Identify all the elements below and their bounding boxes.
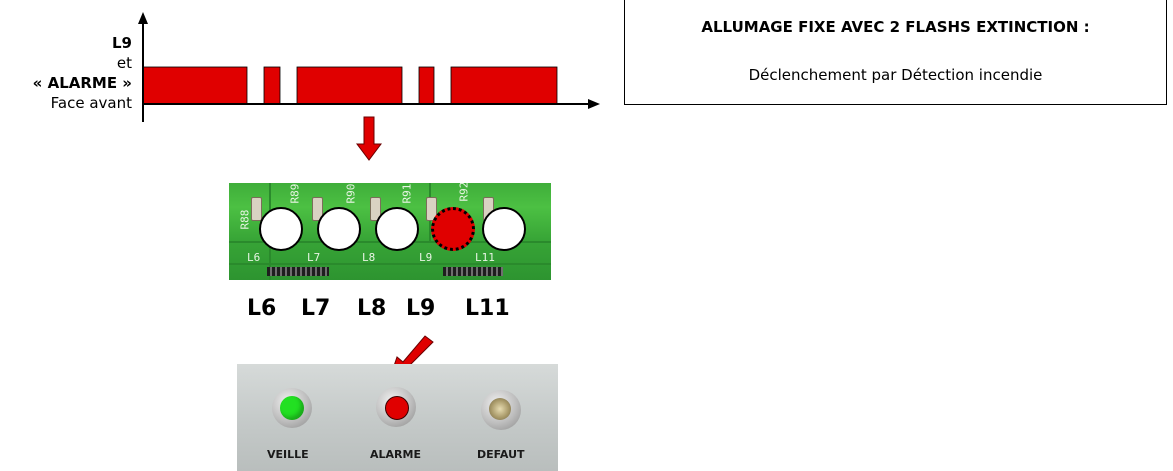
info-box: ALLUMAGE FIXE AVEC 2 FLASHS EXTINCTION :… [624,0,1167,105]
panel-label-defaut: DEFAUT [477,448,525,461]
signal-pulse-2 [263,66,281,105]
led-label-l6: L6 [247,296,277,321]
signal-x-arrowhead [588,99,600,109]
signal-pulse-1 [142,66,248,105]
panel-label-alarme: ALARME [370,448,421,461]
panel-label-veille: VEILLE [267,448,309,461]
pcb-silk-r91: R91 [400,183,414,204]
front-panel-photo: VEILLE ALARME DEFAUT [237,364,558,471]
signal-y-arrowhead [138,12,148,24]
panel-led-alarme [385,396,409,420]
pcb-silk-r89: R89 [288,183,302,204]
led-label-l11: L11 [465,296,510,321]
pcb-silk-r90: R90 [344,183,358,204]
pcb-silk-r92: R92 [457,183,471,202]
led-label-l9: L9 [406,296,436,321]
arrow-down-icon [356,116,382,161]
signal-timing-diagram [138,12,600,122]
led-label-l7: L7 [301,296,331,321]
panel-led-veille [280,396,304,420]
signal-label-face-avant: Face avant [50,94,132,112]
signal-label-et: et [116,54,132,72]
signal-label-alarme: « ALARME » [32,74,132,92]
pcb-silk-l8: L8 [362,251,376,264]
signal-pulse-3 [296,66,403,105]
pcb-led-l6 [259,207,303,251]
pcb-led-l8 [375,207,419,251]
pcb-led-l9 [431,207,475,251]
signal-pulse-4 [418,66,435,105]
signal-label-l9: L9 [112,34,132,52]
info-subtitle: Déclenchement par Détection incendie [748,66,1043,84]
pcb-photo: R88 R89 R90 R91 R92 L6 L7 L8 L9 L11 [229,183,551,280]
pcb-silk-l7: L7 [307,251,321,264]
pcb-silk-l11: L11 [475,251,495,264]
panel-led-defaut [489,398,511,420]
signal-pulse-5 [450,66,558,105]
pcb-silk-r88: R88 [238,209,252,230]
pcb-silk-l9: L9 [419,251,433,264]
pcb-led-l11 [482,207,526,251]
pcb-silk-l6: L6 [247,251,261,264]
pcb-led-l7 [317,207,361,251]
led-label-l8: L8 [357,296,387,321]
info-title: ALLUMAGE FIXE AVEC 2 FLASHS EXTINCTION : [701,18,1090,36]
